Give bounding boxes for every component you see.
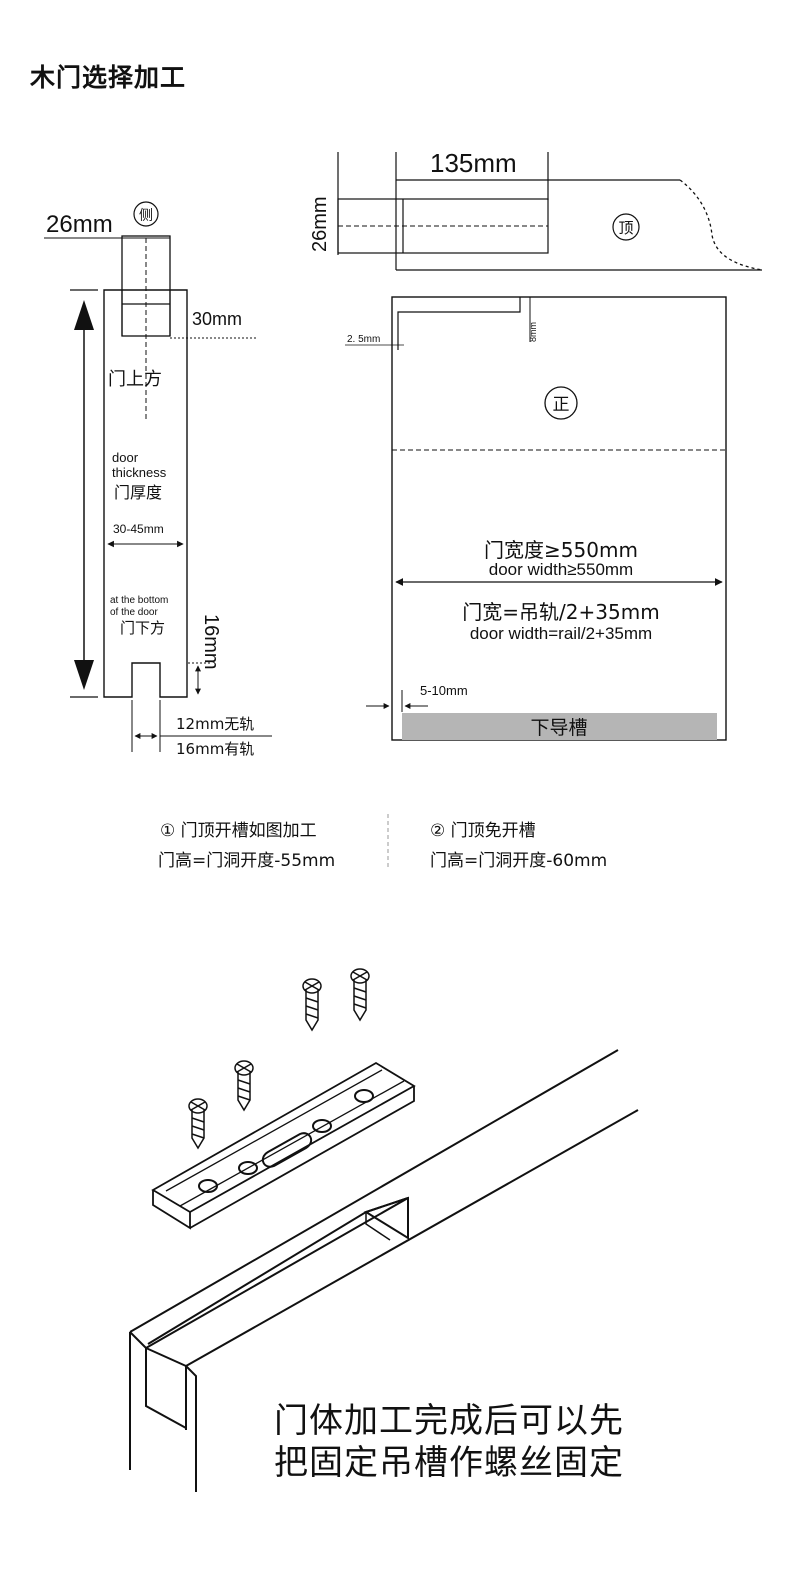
front-depth-label: 8mm [528,322,538,342]
down-arrowhead [74,660,94,690]
top-marker: 顶 [618,219,633,237]
side-view: 26mm 侧 30mm 门上方 door thickness 门厚度 30-45… [44,201,272,758]
top-of-door-label: 门上方 [108,369,162,390]
bracket-hole-2 [238,1161,258,1175]
up-arrowhead [74,300,94,330]
front-marker-circle [544,386,578,420]
option-2-line-1: ② 门顶免开槽 [430,821,536,841]
door-profile [103,289,188,698]
page-title: 木门选择加工 [30,63,187,92]
screw-2 [350,968,370,1022]
front-offset-label: 2. 5mm [347,334,380,345]
mounting-bracket [151,1061,416,1230]
bracket-hole-1 [198,1179,218,1193]
side-marker-circle [133,201,159,227]
groove-width-1: 12mm无轨 [176,715,254,733]
width-en: door width≥550mm [489,560,633,579]
groove-depth-label: 16mm [200,614,222,670]
option-1-line-2: 门高=门洞开度-55mm [158,851,336,871]
side-width-label: 26mm [46,211,113,238]
top-width-label: 26mm [309,196,331,252]
caption-line-2: 把固定吊槽作螺丝固定 [274,1443,624,1483]
top-view: 135mm 26mm 顶 [309,148,763,271]
door-break-line [679,179,763,271]
door-front-edge [185,1109,639,1367]
screw-4 [188,1098,208,1150]
side-depth-label: 30mm [192,309,242,329]
thickness-cn: 门厚度 [114,483,162,502]
bracket-hole-4 [354,1089,374,1103]
top-groove-outline [397,297,521,350]
bottom-en-2: of the door [110,607,158,618]
front-marker: 正 [553,395,570,415]
formula-cn: 门宽=吊轨/2+35mm [462,600,659,624]
isometric-illustration [129,968,639,1492]
bracket-slot [261,1132,313,1168]
caption-line-1: 门体加工完成后可以先 [274,1401,624,1441]
gap-label: 5-10mm [420,683,468,698]
option-2-line-2: 门高=门洞开度-60mm [430,851,608,871]
width-cn: 门宽度≥550mm [484,538,638,562]
top-marker-circle [612,213,640,241]
door-back-edge [129,1049,619,1333]
bottom-of-door-label: 门下方 [120,619,165,637]
option-1-line-1: ① 门顶开槽如图加工 [160,821,317,841]
thickness-range: 30-45mm [113,522,164,536]
bottom-groove-label: 下导槽 [530,717,587,739]
groove-width-2: 16mm有轨 [176,740,254,758]
screw-3 [234,1060,254,1112]
front-view: 8mm 2. 5mm 正 门宽度≥550mm door width≥550mm … [345,296,727,741]
top-length-label: 135mm [430,148,517,178]
screw-1 [302,978,322,1032]
thickness-en-2: thickness [112,465,167,480]
door-front [391,296,727,741]
side-marker: 侧 [139,208,153,224]
thickness-en-1: door [112,450,139,465]
formula-en: door width=rail/2+35mm [470,624,652,643]
bottom-groove-bar [402,713,717,740]
bottom-en-1: at the bottom [110,595,168,606]
bracket-hole-3 [312,1119,332,1133]
